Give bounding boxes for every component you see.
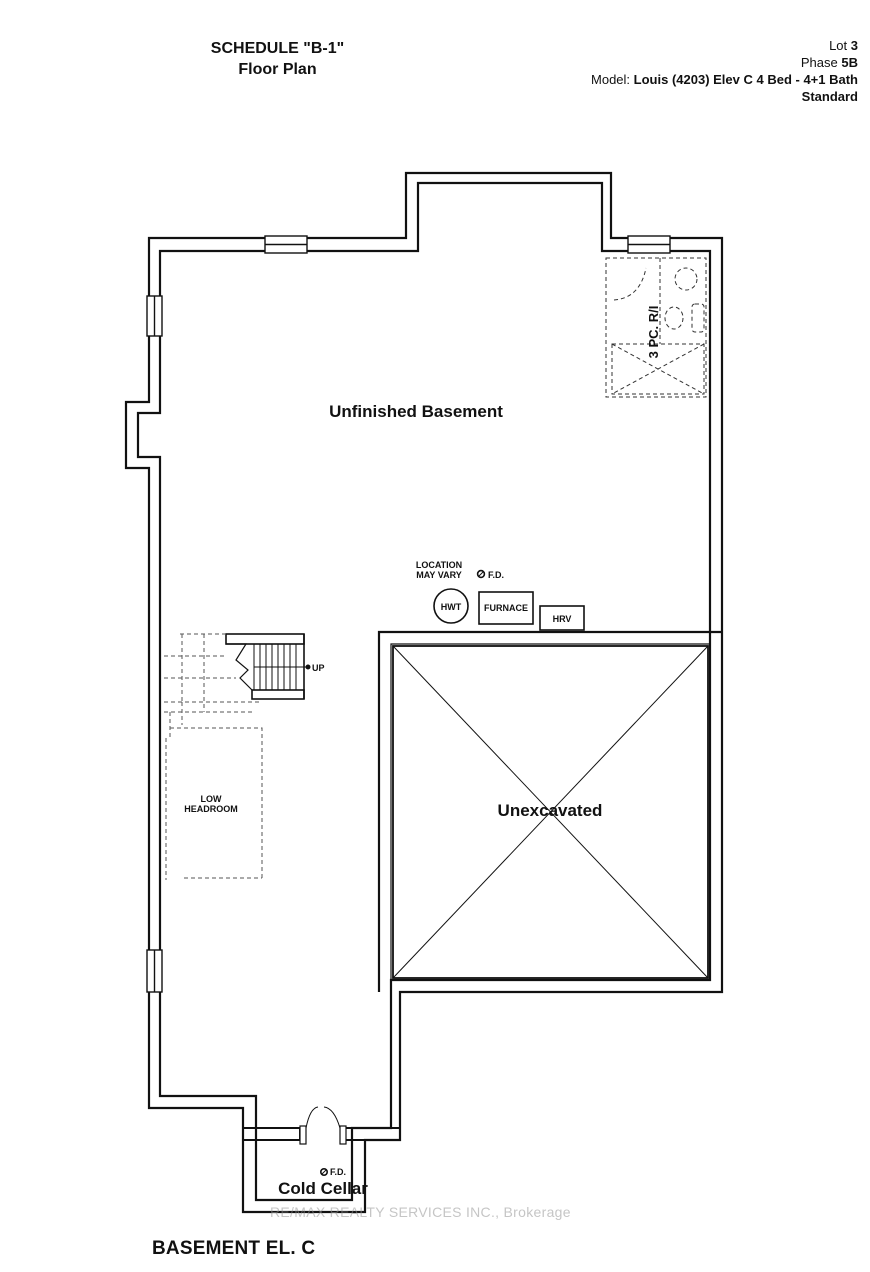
windows — [146, 235, 671, 993]
low-headroom-label-1: LOW — [201, 794, 222, 804]
phase-number: 5B — [841, 55, 858, 70]
cellar-door-swing-right — [323, 1106, 341, 1129]
exterior-walls — [124, 171, 724, 1214]
schedule-title-block: SCHEDULE "B-1" Floor Plan — [150, 38, 405, 80]
floor-drain-label: F.D. — [488, 570, 504, 580]
phase-line: Phase 5B — [800, 55, 858, 70]
low-headroom-label-2: HEADROOM — [184, 804, 238, 814]
unfinished-basement-label: Unfinished Basement — [329, 402, 503, 421]
furnace-label: FURNACE — [484, 603, 528, 613]
unexcavated-area — [377, 630, 722, 992]
cellar-door-swing-left — [305, 1106, 319, 1129]
hwt-label: HWT — [441, 602, 462, 612]
location-may-vary-1: LOCATION — [416, 560, 462, 570]
hrv-label: HRV — [553, 614, 572, 624]
cold-cellar-walls — [243, 1106, 401, 1145]
package-line: Standard — [801, 89, 858, 104]
furnace-unit — [478, 591, 534, 625]
stair-up-label: UP — [312, 663, 325, 673]
cold-cellar-label: Cold Cellar — [278, 1179, 368, 1198]
bath-roughin — [605, 257, 707, 398]
cellar-floor-drain-icon — [319, 1168, 328, 1177]
lot-info-block: Lot 3 Phase 5B Model: Louis (4203) Elev … — [591, 37, 858, 105]
model-name: Louis (4203) Elev C 4 Bed - 4+1 Bath — [633, 72, 858, 87]
brokerage-watermark: RE/MAX REALTY SERVICES INC., Brokerage — [270, 1204, 571, 1220]
staircase — [164, 633, 311, 880]
unexcavated-label: Unexcavated — [498, 801, 603, 820]
lot-number: 3 — [850, 38, 858, 53]
plan-footer-title: BASEMENT EL. C — [152, 1238, 316, 1259]
cellar-floor-drain-label: F.D. — [330, 1167, 346, 1177]
hwt-tank — [433, 588, 469, 624]
schedule-title: SCHEDULE "B-1" — [210, 40, 345, 57]
lot-line: Lot 3 — [829, 38, 858, 53]
bath-roughin-label: 3 PC. R/I — [646, 306, 661, 359]
floor-drain-icon — [476, 569, 486, 579]
hrv-unit — [539, 605, 585, 631]
floor-plan-subtitle: Floor Plan — [238, 61, 317, 78]
location-may-vary-2: MAY VARY — [416, 570, 462, 580]
model-line: Model: Louis (4203) Elev C 4 Bed - 4+1 B… — [591, 72, 858, 87]
mechanical-equipment — [319, 569, 585, 1177]
